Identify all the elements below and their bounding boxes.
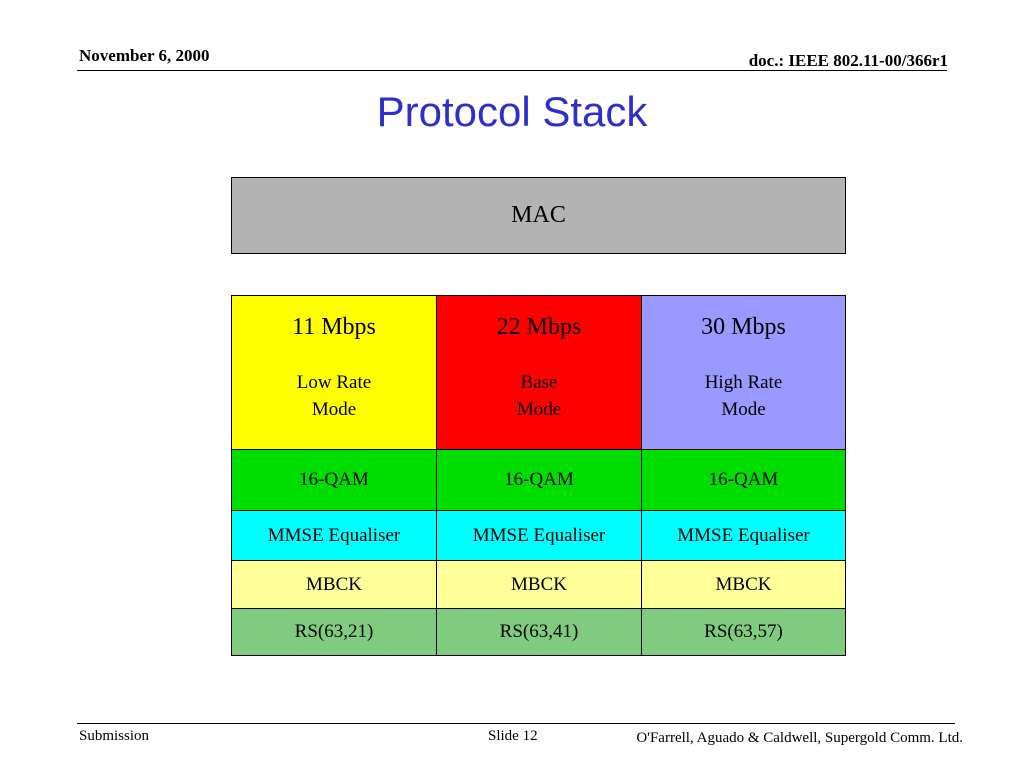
rate-cell-high: 30 Mbps High Rate Mode [642, 296, 845, 450]
equaliser-cell: MMSE Equaliser [232, 511, 437, 561]
rs-code-cell: RS(63,41) [437, 609, 642, 655]
rate-speed: 22 Mbps [496, 314, 582, 340]
rate-mode: Low Rate Mode [296, 372, 372, 420]
equaliser-cell: MMSE Equaliser [642, 511, 845, 561]
rate-speed: 30 Mbps [701, 314, 786, 340]
rs-code-cell: RS(63,57) [642, 609, 845, 655]
equaliser-cell: MMSE Equaliser [437, 511, 642, 561]
rate-mode: High Rate Mode [704, 372, 783, 420]
rate-speed: 11 Mbps [292, 314, 376, 340]
modulation-cell: 16-QAM [232, 450, 437, 511]
rate-cell-base: 22 Mbps Base Mode [437, 296, 642, 450]
mac-label: MAC [511, 202, 566, 228]
header-date: November 6, 2000 [79, 46, 210, 65]
modulation-cell: 16-QAM [642, 450, 845, 511]
footer-authors: O'Farrell, Aguado & Caldwell, Supergold … [636, 730, 963, 746]
rate-cell-low: 11 Mbps Low Rate Mode [232, 296, 437, 450]
footer-submission: Submission [79, 728, 150, 744]
mac-layer-box: MAC [231, 177, 846, 254]
footer-divider [77, 723, 955, 724]
footer-slide-number: Slide 12 [488, 728, 538, 744]
modulation-cell: 16-QAM [437, 450, 642, 511]
coding-cell: MBCK [437, 561, 642, 609]
header-doc-id: doc.: IEEE 802.11-00/366r1 [748, 51, 948, 70]
coding-cell: MBCK [232, 561, 437, 609]
coding-cell: MBCK [642, 561, 845, 609]
rate-mode: Base Mode [516, 372, 562, 420]
rs-code-cell: RS(63,21) [232, 609, 437, 655]
slide-title: Protocol Stack [376, 88, 648, 135]
protocol-stack-grid: 11 Mbps Low Rate Mode 22 Mbps Base Mode … [231, 295, 846, 656]
header-divider [77, 70, 947, 71]
